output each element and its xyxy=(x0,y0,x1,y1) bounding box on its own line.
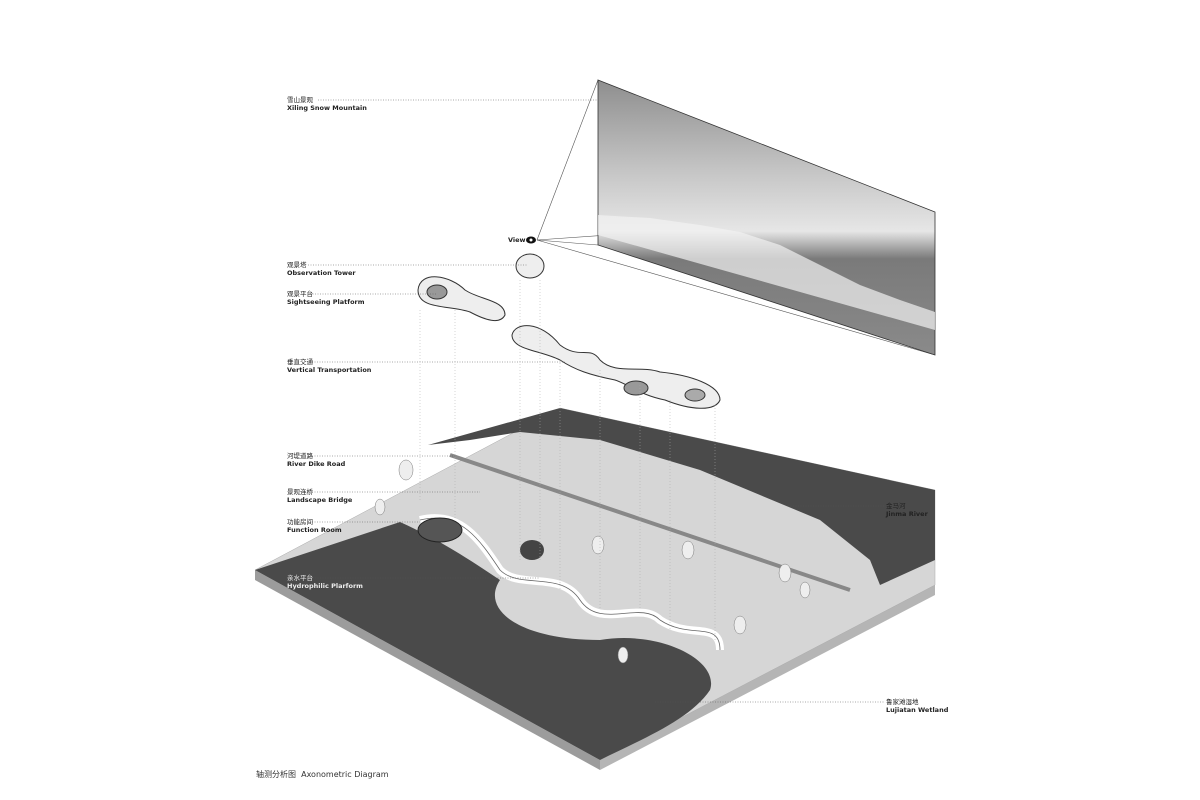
function-room xyxy=(417,517,463,543)
eye-icon xyxy=(526,236,536,244)
label-view: View xyxy=(508,236,526,244)
jinma-river-water xyxy=(428,408,935,585)
base-side-left xyxy=(255,570,600,770)
leader-lines xyxy=(308,99,884,703)
trees xyxy=(374,459,811,664)
projection-lines xyxy=(419,280,716,640)
lujiatan-wetland-water xyxy=(255,522,712,760)
base-side-right xyxy=(600,585,935,770)
diagram-caption: 轴测分析图 Axonometric Diagram xyxy=(256,770,389,779)
floating-platforms xyxy=(417,253,721,409)
